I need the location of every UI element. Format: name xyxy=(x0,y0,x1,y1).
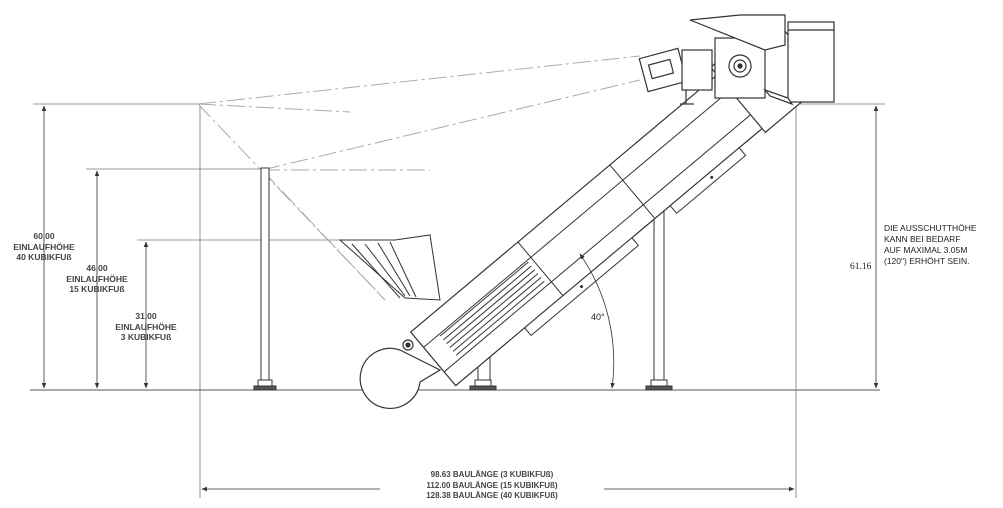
phantom-hopper-outlines xyxy=(197,55,641,301)
tail-drum xyxy=(359,339,442,409)
inlet-height-caption-31: EINLAUFHÖHE xyxy=(115,321,177,332)
discharge-height-value: 61.16 xyxy=(850,262,872,272)
inlet-height-label-46: 46.00 EINLAUFHÖHE 15 KUBIKFUß xyxy=(57,263,137,295)
discharge-note-line-1: DIE AUSSCHUTTHÖHE xyxy=(884,223,977,233)
incline-angle-label: 40° xyxy=(591,312,605,322)
discharge-note: DIE AUSSCHUTTHÖHE KANN BEI BEDARF AUF MA… xyxy=(884,223,977,267)
length-label-15: 112.00 BAULÄNGE (15 KUBIKFUß) xyxy=(426,480,558,490)
drive-motor xyxy=(638,14,786,105)
discharge-note-line-4: (120") ERHÖHT SEIN. xyxy=(884,256,970,266)
discharge-chute xyxy=(763,21,835,106)
inlet-height-capacity-31: 3 KUBIKFUß xyxy=(120,332,172,342)
inlet-height-caption-60: EINLAUFHÖHE xyxy=(13,241,75,252)
inlet-height-label-31: 31.00 EINLAUFHÖHE 3 KUBIKFUß xyxy=(106,311,186,343)
inlet-height-caption-46: EINLAUFHÖHE xyxy=(66,273,128,284)
length-label-3: 98.63 BAULÄNGE (3 KUBIKFUß) xyxy=(430,470,554,479)
inlet-height-label-60: 60.00 EINLAUFHÖHE 40 KUBIKFUß xyxy=(4,231,84,263)
inlet-height-capacity-60: 40 KUBIKFUß xyxy=(16,252,72,262)
inlet-height-value-60: 60.00 xyxy=(33,231,55,241)
inlet-height-value-46: 46.00 xyxy=(86,263,108,273)
discharge-note-line-2: KANN BEI BEDARF xyxy=(884,234,961,244)
inlet-hopper xyxy=(338,234,441,301)
inlet-height-capacity-46: 15 KUBIKFUß xyxy=(69,284,125,294)
overall-length-labels: 98.63 BAULÄNGE (3 KUBIKFUß) 112.00 BAULÄ… xyxy=(380,470,604,502)
left-support-leg xyxy=(253,167,277,391)
length-label-40: 128.38 BAULÄNGE (40 KUBIKFUß) xyxy=(426,491,558,500)
conveyor-body xyxy=(409,14,828,387)
discharge-note-line-3: AUF MAXIMAL 3.05M xyxy=(884,245,968,255)
angle-arc xyxy=(579,253,615,389)
inlet-height-value-31: 31.00 xyxy=(135,311,157,321)
